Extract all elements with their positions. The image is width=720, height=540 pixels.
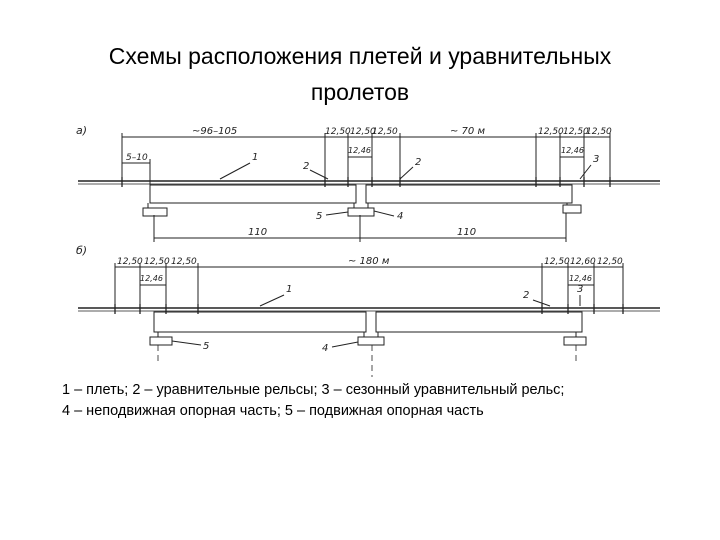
callout-1-a: 1 [252,152,258,163]
dim-sub-b-right: 12,46 [569,274,592,283]
slide-title: Схемы расположения плетей и уравнительны… [0,38,720,110]
callout-5-b: 5 [203,341,209,352]
dim-seg-b2: 12,50 [144,257,170,267]
dim-mid-b-label: ~ 180 м [348,256,390,267]
dim-sub-b-left: 12,46 [140,274,163,283]
bearing-a-middle [347,207,375,217]
bridge-span-b-right [375,311,583,333]
callout-2-a-left: 2 [303,161,309,172]
dim-total-label: ~96–105 [192,126,237,137]
extension-lines-a [121,133,611,195]
bridge-span-a-left [149,184,357,204]
legend-line-1: 1 – плеть; 2 – уравнительные рельсы; 3 –… [62,382,565,398]
bearing-a-left [142,207,168,217]
legend-line-2: 4 – неподвижная опорная часть; 5 – подви… [62,403,484,419]
callout-5-a: 5 [316,211,322,222]
dim-seg-b4: 12,50 [544,257,570,267]
dim-seg-a3: 12,50 [372,127,398,137]
bearing-b-right [563,336,587,346]
bearing-b-middle [357,336,385,346]
span-a-left-label: 110 [248,227,267,238]
dim-seg-b1: 12,50 [117,257,143,267]
dim-left-label: 5–10 [126,153,148,163]
diagram-b: б) 12,50 12,50 12,50 ~ 180 м 12,50 12,60… [76,244,660,377]
callout-4-a: 4 [397,211,403,222]
diagram-a-label: а) [76,124,87,137]
dim-seg-a2: 12,50 [350,127,376,137]
dim-seg-a1: 12,50 [325,127,351,137]
callout-3-b: 3 [577,284,583,295]
dim-sub-a-left: 12,46 [348,146,371,155]
dim-seg-b3: 12,50 [171,257,197,267]
extension-lines-b [114,263,624,311]
legend: 1 – плеть; 2 – уравнительные рельсы; 3 –… [62,380,712,422]
callout-4-b: 4 [322,343,328,354]
diagram-b-label: б) [76,244,87,257]
callouts-b: 1 2 3 5 4 [171,284,583,354]
diagram-a: а) ~96–105 12,50 12,50 12,50 ~ 70 м 12,5… [76,124,660,242]
span-a-right-label: 110 [457,227,476,238]
bearing-b-left [149,336,173,346]
dim-seg-b6: 12,50 [597,257,623,267]
rail-layout-drawing: а) ~96–105 12,50 12,50 12,50 ~ 70 м 12,5… [76,124,660,377]
callout-2-a-right: 2 [415,157,421,168]
bridge-span-a-right [365,184,573,204]
dim-sub-a-right: 12,46 [561,146,584,155]
callouts-a: 1 2 2 3 5 4 [219,152,599,222]
callout-2-b: 2 [523,290,529,301]
callout-1-b: 1 [286,284,292,295]
rail-layout-figure: а) ~96–105 12,50 12,50 12,50 ~ 70 м 12,5… [70,115,670,380]
bridge-span-b-left [153,311,367,333]
dim-seg-a5: 12,50 [563,127,589,137]
centre-lines-b [157,345,577,377]
dim-seg-a6: 12,50 [586,127,612,137]
slide-title-line-1: Схемы расположения плетей и уравнительны… [108,43,612,69]
dim-seg-a4: 12,50 [538,127,564,137]
dim-mid-label: ~ 70 м [450,126,485,137]
bearing-a-right [562,204,582,214]
dim-seg-b5: 12,60 [570,257,596,267]
callout-3-a: 3 [593,154,599,165]
slide-title-line-2: пролетов [310,79,410,105]
